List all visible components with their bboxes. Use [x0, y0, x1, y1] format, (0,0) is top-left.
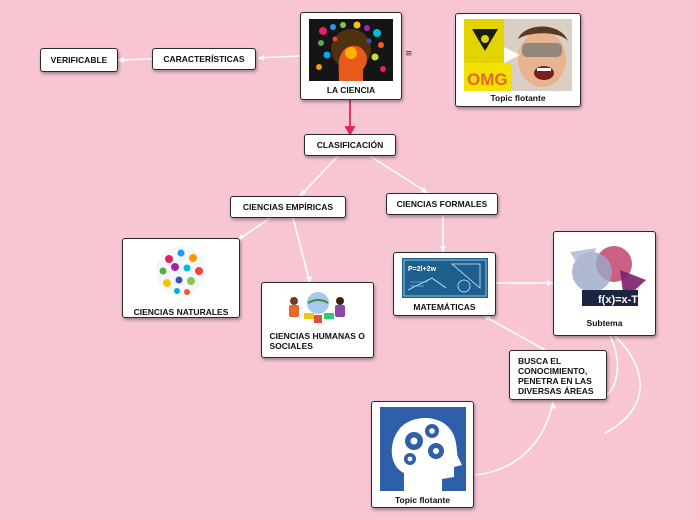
verificable-label: VERIFICABLE	[50, 55, 108, 65]
brain-science-image	[309, 19, 393, 81]
play-icon	[504, 47, 520, 63]
matematicas-label: MATEMÁTICAS	[413, 302, 476, 312]
arrow-empiricas	[300, 189, 306, 196]
social-science-image	[277, 289, 358, 325]
subtema-node[interactable]: f(x)=x-T Subtema	[553, 231, 656, 336]
topic-flotante-bottom-node[interactable]: Topic flotante	[371, 401, 474, 508]
link-empiricas-naturales	[237, 217, 271, 241]
subtema-label: Subtema	[586, 318, 623, 328]
topic-flotante-top-label: Topic flotante	[490, 93, 546, 103]
natural-science-icon-cluster	[151, 243, 211, 299]
omg-text: OMG	[467, 70, 508, 89]
busca-conocimiento-node[interactable]: BUSCA EL CONOCIMIENTO, PENETRA EN LAS DI…	[509, 350, 607, 400]
omg-photo: OMG	[464, 19, 572, 91]
arrow-caracteristicas	[258, 55, 264, 61]
arrow-clasificacion	[344, 126, 356, 136]
ciencias-naturales-label: CIENCIAS NATURALES	[133, 307, 229, 317]
la-ciencia-label: LA CIENCIA	[326, 85, 376, 95]
link-topic-busca	[474, 401, 554, 476]
ciencias-empiricas-node[interactable]: CIENCIAS EMPÍRICAS	[230, 196, 346, 218]
link-clasificacion-formales	[369, 155, 429, 194]
clasificacion-label: CLASIFICACIÓN	[316, 140, 384, 150]
clasificacion-node[interactable]: CLASIFICACIÓN	[304, 134, 396, 156]
science-icons-illustration	[156, 246, 206, 296]
ciencias-humanas-label: CIENCIAS HUMANAS O SOCIALES	[269, 331, 365, 351]
link-ciencia-caracteristicas	[257, 55, 301, 59]
subtema-formula-text: f(x)=x-T	[598, 294, 638, 306]
ciencias-humanas-node[interactable]: CIENCIAS HUMANAS O SOCIALES	[261, 282, 374, 358]
abstract-math-illustration: f(x)=x-T	[561, 242, 648, 314]
ciencias-formales-label: CIENCIAS FORMALES	[396, 199, 488, 209]
busca-conocimiento-label: BUSCA EL CONOCIMIENTO, PENETRA EN LAS DI…	[518, 356, 594, 396]
menu-icon[interactable]: ≡	[405, 49, 413, 59]
arrow-topic-busca	[550, 402, 556, 409]
ciencias-naturales-node[interactable]: CIENCIAS NATURALES	[122, 238, 240, 318]
matematicas-node[interactable]: P=2l+2w MATEMÁTICAS	[393, 252, 496, 316]
la-ciencia-node[interactable]: LA CIENCIA	[300, 12, 402, 100]
link-caracteristicas-verificable	[117, 58, 153, 61]
caracteristicas-node[interactable]: CARACTERÍSTICAS	[152, 48, 256, 70]
board-formula-text: P=2l+2w	[408, 266, 437, 273]
omg-illustration: OMG	[464, 19, 572, 91]
people-reading-illustration	[277, 289, 358, 325]
brain-gears-image	[379, 407, 466, 491]
verificable-node[interactable]: VERIFICABLE	[40, 48, 118, 72]
arrow-verificable	[118, 57, 124, 63]
link-subtema-loop	[604, 335, 641, 434]
link-empiricas-humanas	[292, 217, 311, 284]
caracteristicas-label: CARACTERÍSTICAS	[163, 54, 245, 64]
link-busca-matematicas	[483, 315, 546, 351]
math-board-illustration: P=2l+2w	[401, 258, 488, 298]
math-board-image: P=2l+2w	[401, 258, 488, 298]
ciencias-empiricas-label: CIENCIAS EMPÍRICAS	[242, 202, 334, 212]
arrow-busca-matematicas	[484, 316, 491, 321]
link-clasificacion-empiricas	[299, 155, 339, 197]
ciencias-formales-node[interactable]: CIENCIAS FORMALES	[386, 193, 498, 215]
subtema-image: f(x)=x-T	[561, 242, 648, 314]
topic-flotante-bottom-label: Topic flotante	[394, 495, 451, 505]
brain-science-illustration	[309, 19, 393, 81]
topic-flotante-top-node[interactable]: OMG Topic flotante	[455, 13, 581, 107]
brain-gears-illustration	[379, 407, 466, 491]
